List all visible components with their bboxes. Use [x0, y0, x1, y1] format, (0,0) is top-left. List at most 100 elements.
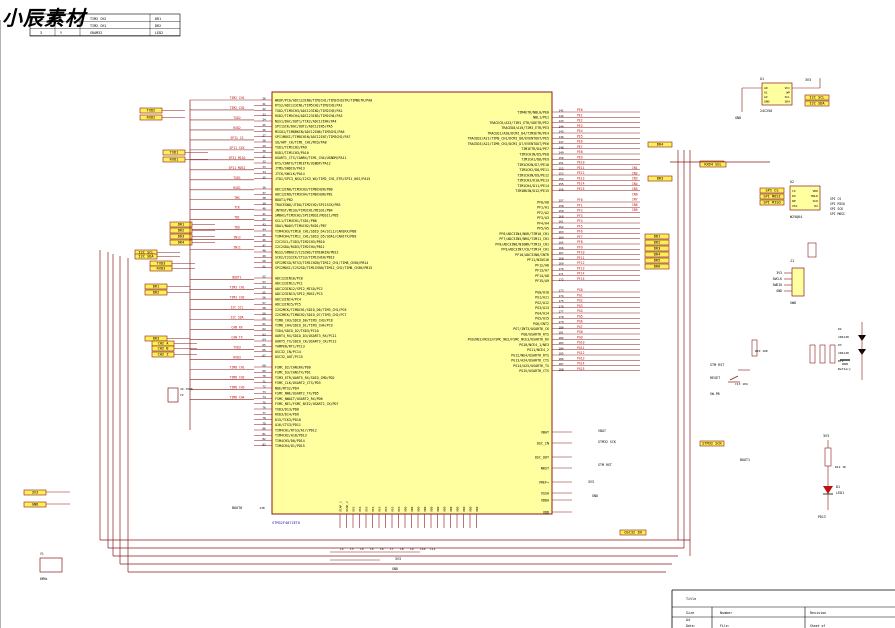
- eeprom-net-box-text: I2C SDA: [809, 101, 825, 105]
- net-name: PF1: [577, 203, 583, 207]
- pin-number: 61: [262, 322, 266, 326]
- mcu-left-pin: NOE/RTS2/PD4: [275, 386, 299, 390]
- watermark-logo: 小辰素材: [2, 6, 86, 30]
- mcu-left-pin: SPI1MOSI/TIM8CH1N/ADC12IN7/TIM3CH2/PA7: [275, 135, 350, 139]
- mcu-right-pin: PF8/ADC3IN6/NIOWR/TIM13_CH1: [495, 242, 549, 246]
- mcu-right-pin: PF10/ADC3IN8/INTR: [515, 253, 549, 257]
- pin-number: 159: [558, 209, 563, 213]
- mcu-right-pin: PG13/A24/USART6_CTS: [511, 359, 549, 363]
- mcu-left-pin: NSS1/DAC/OUT1/TCK2/ADC12IN4/PA4: [275, 119, 337, 123]
- mcu-right-pin: TRACECK/A23/TIM1_ETR/SDETR/PE2: [489, 121, 549, 125]
- crystal-ref: Y1: [40, 552, 44, 556]
- flash-pin: HOLD: [811, 194, 818, 198]
- right-net-box: [647, 175, 673, 182]
- right-net-box: [699, 440, 725, 447]
- net-name: PE12: [577, 171, 585, 175]
- mcu-right-pin: PF14/A8: [535, 274, 549, 278]
- swd-pin: 3V3: [776, 271, 782, 275]
- swd-pin: GND: [776, 289, 782, 293]
- pin-number: 66: [262, 348, 266, 352]
- bottom-net-box: [699, 161, 727, 168]
- pin-number: 183: [558, 341, 563, 345]
- eeprom-chip: [761, 82, 793, 106]
- net-name: PG10: [577, 341, 585, 345]
- mcu-bottom-pin: VSS: [364, 506, 368, 512]
- mcu-right-pin: TIM1CH2/D8/PE11: [519, 168, 549, 172]
- bottom-net-box-text: OSC32 IN: [624, 530, 641, 534]
- pin-number: 146: [558, 135, 563, 139]
- right-net-box-text: DR5: [654, 258, 661, 262]
- net-name: PG13: [577, 356, 585, 360]
- right-net-box: [644, 257, 670, 264]
- eeprom-net-box-text: I2C SCL: [809, 95, 824, 99]
- pin-number: 80: [262, 427, 266, 431]
- pin-number: 25: [262, 123, 266, 127]
- flash-net: SPI SCK: [830, 207, 843, 211]
- pin-number: 144: [558, 124, 563, 128]
- mcu-left-pin: TRACESWO/JTDO/TIM2CH2/SPI1SCK/PB3: [275, 203, 341, 207]
- diode-label: D2: [838, 327, 842, 331]
- mcu-right-pin: PG14/A25/USART6_TX: [513, 364, 549, 368]
- crystal-value: 8MHz: [40, 577, 48, 581]
- net-name: IN2: [632, 171, 638, 175]
- mcu-bottom-pin: VDD: [455, 506, 459, 512]
- net-name: PG4: [577, 309, 583, 313]
- net-name: TXD2: [233, 116, 241, 120]
- net-name: PE2: [577, 119, 583, 123]
- mcu-bottom-pin: VCAP_1: [338, 501, 342, 512]
- date-label: Date:: [686, 624, 696, 628]
- pin-number: 73: [262, 390, 266, 394]
- pin-number: 45: [262, 233, 266, 237]
- right-net-box: [759, 193, 785, 200]
- table-cell: 1: [40, 17, 42, 21]
- flash-pin: CS: [792, 189, 796, 193]
- mcu-right-pin: PF13/A7: [535, 269, 549, 273]
- resistor: [807, 242, 817, 258]
- reset-cap: C13 104: [735, 382, 748, 386]
- pin-number: 38: [262, 196, 266, 200]
- right-net-box-text: STM32 SCK: [702, 441, 722, 445]
- net-name: TIM2 CH1: [230, 96, 245, 100]
- pin-number: 30: [262, 149, 266, 153]
- power-label: BOOT1: [740, 458, 750, 462]
- pin-number: 170: [558, 267, 563, 271]
- mcu-left-pin: I2C2SCL/TXD3/TIM2CH3/PB10: [275, 240, 325, 244]
- mcu-bottom-pin: VDD: [442, 506, 446, 512]
- mcu-right-pin: TIM4ETR/NBL0/PE0: [517, 110, 549, 114]
- gnd-label: GND: [735, 116, 741, 120]
- right-net-box-text: DR3: [657, 176, 664, 180]
- mcu-right-pin: PF12/A6: [535, 263, 549, 267]
- mcu-left-pin: RTS2/ADC123IN1/TIM5CH2/TIM2CH2/PA1: [275, 104, 343, 108]
- mcu-left-pin: SPI2MOSI/I2S2SD/TIM1CH3N/TIM12_CH2/TIM8_…: [275, 266, 372, 270]
- net-name: IN6: [632, 192, 638, 196]
- pin-number: 143: [558, 119, 563, 123]
- net-name: PG14: [577, 362, 585, 366]
- net-name: PG3: [577, 304, 583, 308]
- pin-number: 69: [262, 369, 266, 373]
- net-name: PF15: [577, 277, 585, 281]
- pin-number: 26: [262, 128, 266, 132]
- net-name: PG12: [577, 351, 585, 355]
- mcu-right-pin: TIM1CH1/D6/PE9: [521, 158, 549, 162]
- mcu-left-pin: JNTRST/MISO/TIM3CH1/MISO1/PB4: [275, 208, 333, 212]
- net-name: PG7: [577, 325, 583, 329]
- mcu-left-pin: ADC123IN12/SPI2_MISO/PC2: [275, 287, 323, 291]
- power-label: GND: [592, 494, 598, 498]
- mcu-left-pin: FSMC_NWE/USART2_TX/PD5: [275, 392, 319, 396]
- mcu-left-pin: FSMC_D3/CAN1TX/PD1: [275, 371, 311, 375]
- pin-number: 44: [262, 228, 266, 232]
- flash-net: SPI MISO: [830, 202, 845, 206]
- pin-number: 173: [558, 289, 563, 293]
- pin-number: 64: [262, 338, 266, 342]
- cap-label: C5: [370, 547, 374, 551]
- pin-number: 54: [262, 285, 266, 289]
- net-name: PF2: [577, 209, 583, 213]
- table-cell: TIM2 CH2: [90, 17, 106, 21]
- mcu-left-pin: TIM4CH4/D1/PD15: [275, 444, 305, 448]
- mcu-right-pin: TRACED3/A22/TIM9_CH2/DCMI_D7/EVENTOUT/PE…: [468, 142, 549, 146]
- net-name: PG0: [577, 288, 583, 292]
- power-label: STM RST: [598, 463, 612, 467]
- mcu-left-pin: SCK2/I2S2CK/CTS3/TIM1CH1N/PB13: [275, 256, 335, 260]
